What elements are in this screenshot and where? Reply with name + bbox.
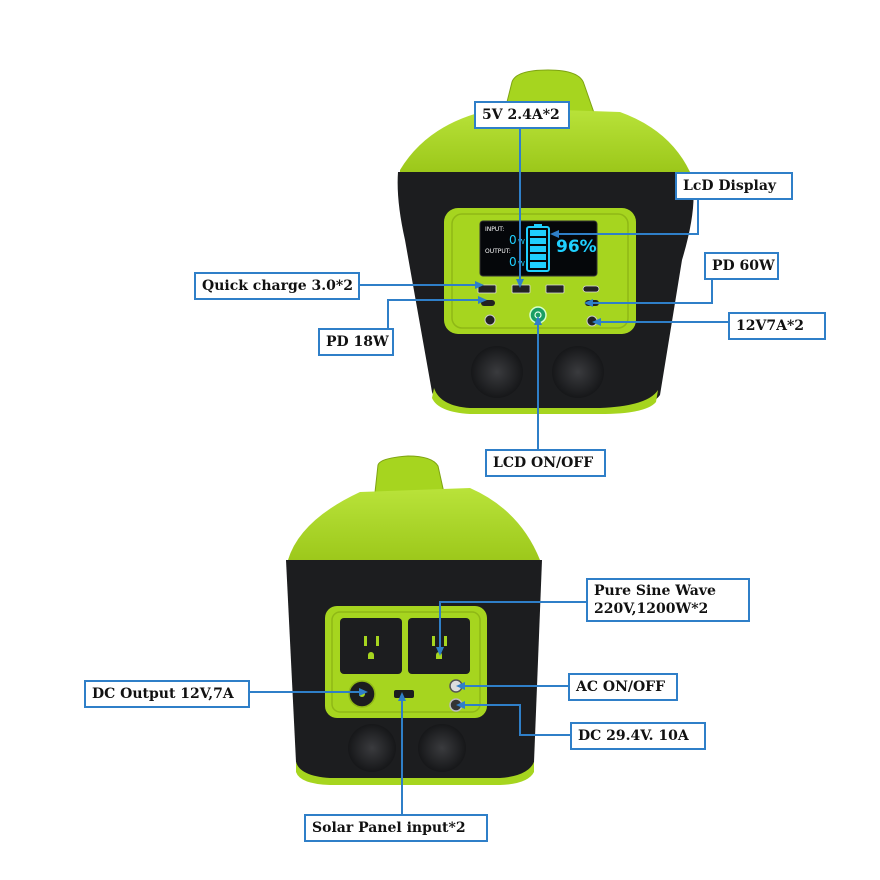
green-lid-back xyxy=(288,488,540,572)
back-unit xyxy=(286,455,542,785)
battery-icon xyxy=(526,224,550,272)
speaker-grille-back-right xyxy=(418,724,466,772)
lcd-output-unit: W xyxy=(518,260,525,268)
lcd-output-value: 0 xyxy=(509,255,517,269)
leader-arrowheads xyxy=(359,230,601,709)
callout-ac-onoff: AC ON/OFF xyxy=(568,673,678,701)
green-lid xyxy=(400,108,690,180)
callout-lcd-onoff: LCD ON/OFF xyxy=(485,449,606,477)
usb-port-1 xyxy=(511,284,531,294)
callout-pd-18w: PD 18W xyxy=(318,328,394,356)
lcd-input-value: 0 xyxy=(509,233,517,247)
lcd-input-label: INPUT: xyxy=(485,226,504,233)
speaker-grille-left xyxy=(471,346,523,398)
callout-quick-charge: Quick charge 3.0*2 xyxy=(194,272,360,300)
qc-port-1 xyxy=(477,284,497,294)
callout-dc-output: DC Output 12V,7A xyxy=(84,680,250,708)
callout-solar-input: Solar Panel input*2 xyxy=(304,814,488,842)
lcd-input-unit: W xyxy=(518,238,525,246)
usb-port-2 xyxy=(545,284,565,294)
speaker-grille-right xyxy=(552,346,604,398)
leader-lines xyxy=(250,126,728,814)
callout-lcd-display: LcD Display xyxy=(675,172,793,200)
callout-pure-sine: Pure Sine Wave 220V,1200W*2 xyxy=(586,578,750,622)
lcd-battery-percent: 96% xyxy=(556,237,597,257)
pd60-port xyxy=(582,285,600,293)
callout-12v7a: 12V7A*2 xyxy=(728,312,826,340)
dc-socket-1 xyxy=(484,314,496,326)
callout-pd-60w: PD 60W xyxy=(704,252,779,280)
front-unit: INPUT: OUTPUT: 0 W 0 W 96% xyxy=(397,69,694,414)
callout-usb-5v: 5V 2.4A*2 xyxy=(474,101,570,129)
ac-outlet-left xyxy=(340,618,402,674)
callout-dc-input: DC 29.4V. 10A xyxy=(570,722,706,750)
solar-input-port xyxy=(394,690,414,698)
lcd-output-label: OUTPUT: xyxy=(485,248,511,255)
pd18-port xyxy=(481,300,495,306)
speaker-grille-back-left xyxy=(348,724,396,772)
